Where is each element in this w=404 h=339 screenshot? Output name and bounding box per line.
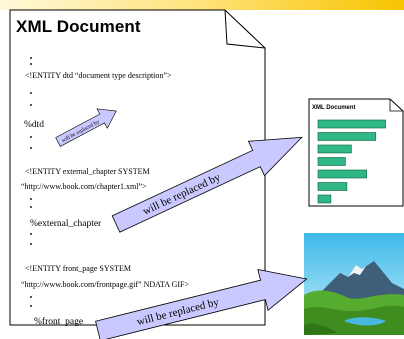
small-doc-bar <box>317 132 377 141</box>
small-doc-bar <box>317 119 386 129</box>
dtd-reference: %dtd <box>24 120 45 130</box>
ellipsis-dot <box>30 198 32 200</box>
ellipsis-dot <box>30 233 32 235</box>
small-doc-bar <box>317 144 352 154</box>
small-doc-bar <box>317 194 332 204</box>
ellipsis-dot <box>30 92 32 94</box>
front-page-picture <box>304 233 404 335</box>
small-document-title: XML Document <box>312 105 356 111</box>
ellipsis-dot <box>30 305 32 307</box>
entity-dtd-line: <!ENTITY dtd “document type description”… <box>25 71 172 80</box>
entity-front-page-line: <!ENTITY front_page SYSTEM <box>25 264 131 273</box>
small-doc-bar <box>317 182 348 191</box>
ellipsis-dot <box>30 104 32 106</box>
ellipsis-dot <box>30 206 32 208</box>
front-page-reference: %front_page <box>34 317 84 327</box>
ellipsis-dot <box>30 296 32 298</box>
external-chapter-reference: %external_chapter <box>30 219 102 229</box>
small-xml-document <box>308 98 404 207</box>
ellipsis-dot <box>30 57 32 59</box>
slide-top-bar <box>0 0 404 10</box>
document-title: XML Document <box>16 17 141 36</box>
ellipsis-dot <box>30 243 32 245</box>
front-page-url-line: “http://www.book.com/frontpage.gif” NDAT… <box>21 280 189 289</box>
ellipsis-dot <box>30 136 32 138</box>
ellipsis-dot <box>30 63 32 65</box>
external-chapter-url-line: “http://www.book.com/chapter1.xml”> <box>21 182 147 191</box>
ellipsis-dot <box>30 147 32 149</box>
entity-external-chapter-line: <!ENTITY external_chapter SYSTEM <box>25 167 150 176</box>
small-doc-bar <box>317 169 367 179</box>
small-doc-bar <box>317 157 346 166</box>
